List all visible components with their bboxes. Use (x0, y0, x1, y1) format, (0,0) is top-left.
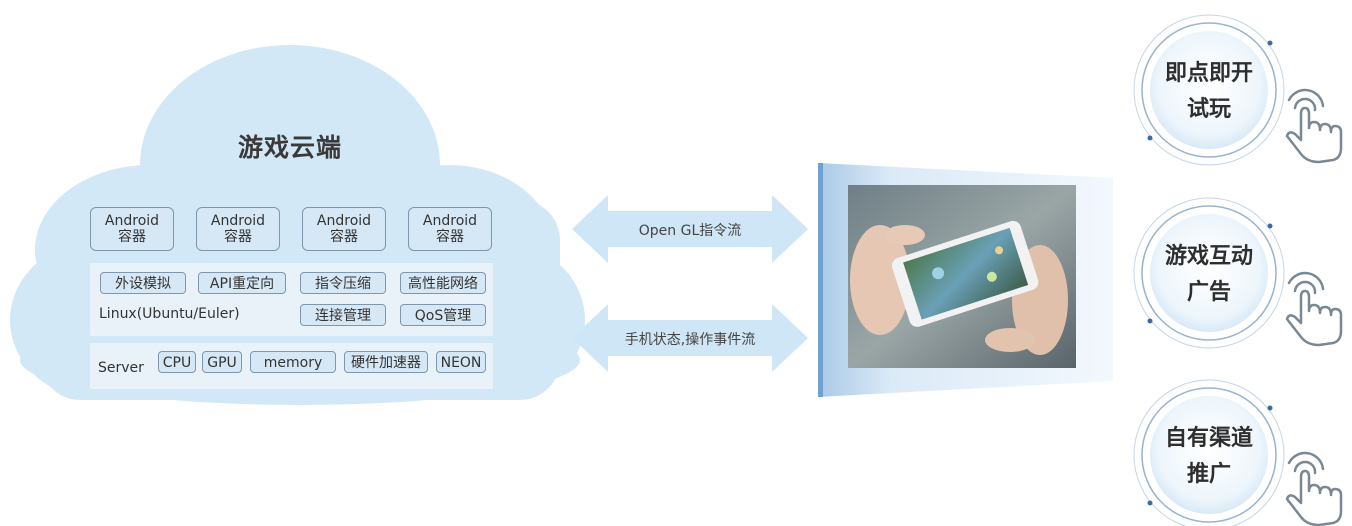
badge-1-graphic (1133, 14, 1285, 166)
server-label: Server (98, 360, 144, 376)
badge-line2: 试玩 (1186, 97, 1231, 122)
cloud-title: 游戏云端 (237, 133, 342, 162)
container-line2: 容器 (118, 229, 146, 245)
container-line2: 容器 (436, 229, 464, 245)
linux-label: Linux(Ubuntu/Euler) (99, 306, 240, 322)
opengl-stream-label: Open GL指令流 (638, 223, 742, 239)
screen-frame (818, 163, 1113, 397)
arrow-events (572, 304, 808, 372)
container-line2: 容器 (224, 229, 252, 245)
container-line1: Android (210, 213, 266, 229)
server-item-tag: GPU (202, 351, 242, 373)
android-container: Android 容器 (196, 207, 280, 251)
tap-hand-icon (1285, 88, 1343, 164)
server-item-tag: CPU (158, 351, 196, 373)
linux-panel: 外设模拟 API重定向 指令压缩 高性能网络 Linux(Ubuntu/Eule… (90, 263, 493, 336)
linux-module-tag: 指令压缩 (300, 272, 386, 294)
badge-line1: 自有渠道 (1164, 426, 1253, 451)
container-line1: Android (104, 213, 160, 229)
server-item-tag: memory (250, 351, 336, 373)
server-item-tag: NEON (436, 351, 486, 373)
badge-own-channel: 自有渠道 推广 (1139, 421, 1279, 493)
android-container: Android 容器 (90, 207, 174, 251)
badge-line1: 即点即开 (1164, 61, 1253, 86)
android-container: Android 容器 (408, 207, 492, 251)
badge-interactive-ads: 游戏互动 广告 (1139, 239, 1279, 311)
android-container: Android 容器 (302, 207, 386, 251)
badge-3-graphic (1133, 379, 1285, 526)
container-line1: Android (316, 213, 372, 229)
badge-2-graphic (1133, 197, 1285, 349)
linux-module-tag: 外设模拟 (100, 272, 186, 294)
event-stream-label: 手机状态,操作事件流 (624, 332, 756, 348)
tap-hand-icon (1285, 271, 1343, 347)
badge-line2: 推广 (1186, 462, 1231, 487)
linux-module-tag: 连接管理 (300, 304, 386, 326)
phone-illustration (850, 220, 1068, 355)
tap-hand-icon (1285, 451, 1343, 526)
container-line2: 容器 (330, 229, 358, 245)
container-line1: Android (422, 213, 478, 229)
server-panel: Server CPU GPU memory 硬件加速器 NEON (90, 343, 493, 389)
linux-module-tag: API重定向 (198, 272, 286, 294)
arrow-opengl (572, 195, 808, 263)
badge-instant-play: 即点即开 试玩 (1139, 56, 1279, 128)
badge-line2: 广告 (1186, 280, 1231, 305)
linux-module-tag: 高性能网络 (400, 272, 486, 294)
server-item-tag: 硬件加速器 (344, 351, 428, 373)
linux-module-tag: QoS管理 (400, 304, 486, 326)
badge-line1: 游戏互动 (1164, 244, 1253, 269)
